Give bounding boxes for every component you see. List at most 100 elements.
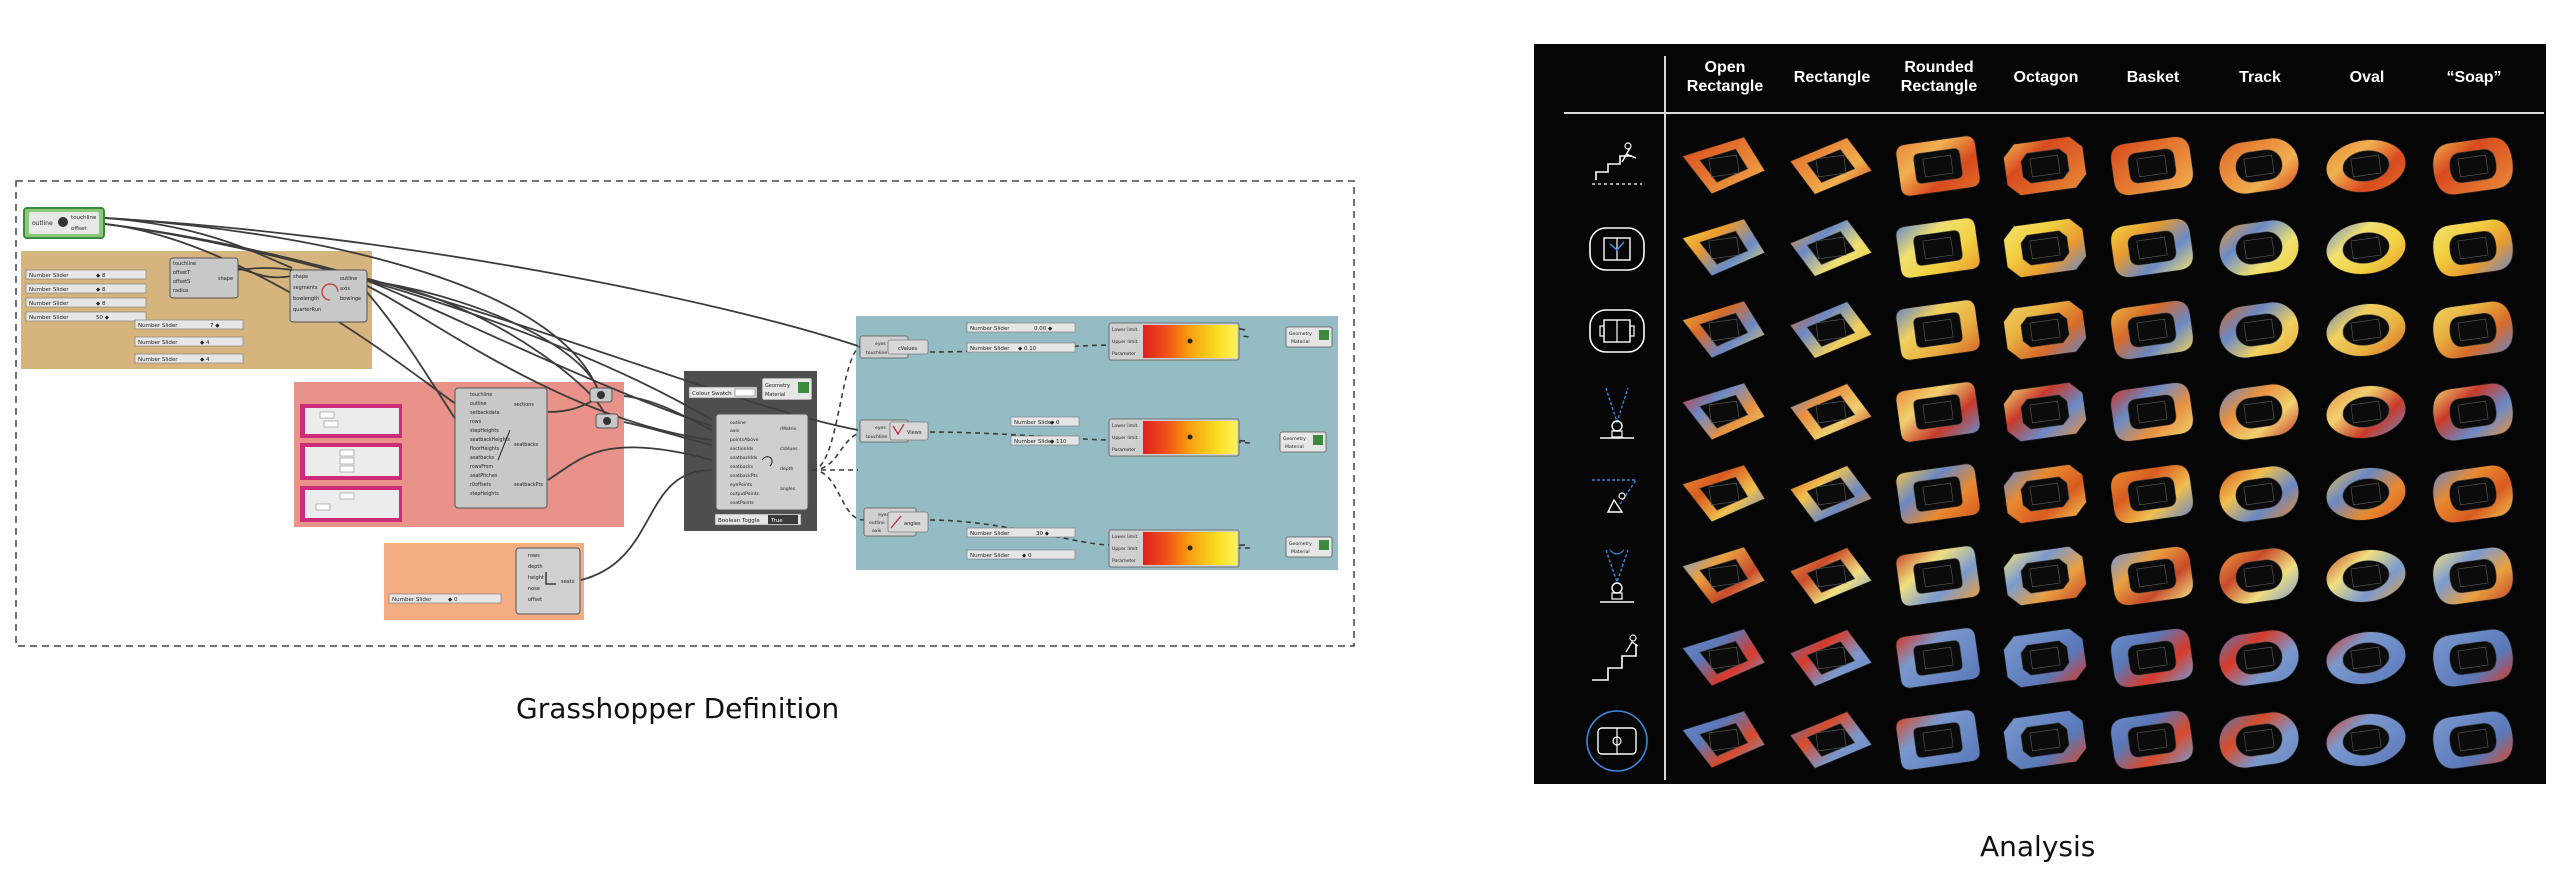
outline-out-2: bowlnge [340,296,361,302]
preview-1[interactable]: Geometry Material [1285,326,1333,348]
stadium-thumbnail [1895,381,1981,443]
pitch-outline [2350,646,2382,670]
out3-slider-1[interactable]: Number Slider 30 ◆ [966,527,1076,538]
outline-out-0: outline [340,276,357,282]
slider-1[interactable]: Number Slider ◆ 8 [25,269,147,280]
middle-preview[interactable]: Geometry Material [761,377,813,401]
slider-7-value: ◆ 4 [200,357,210,363]
stadium-thumbnail [2110,546,2194,606]
node-label-3[interactable]: angles [887,511,929,533]
stadium-thumbnail [2218,219,2300,277]
pitch-void [1913,148,1963,184]
pitch-void [1806,477,1856,511]
preview-2-sub: Material [1285,444,1304,450]
pitch-outline [2350,564,2382,588]
preview-3[interactable]: Geometry Material [1285,536,1333,558]
middle-preview-label: Geometry [765,383,790,389]
tiers-in-7: seatbacks [470,455,495,461]
outline-node[interactable]: shape segments bowlength quarterRun outl… [289,269,368,323]
source-out-0: touchline [71,215,97,221]
shape-in-1: offsetT [173,270,191,276]
pitch-void [2020,476,2070,512]
arc-icon [321,283,339,301]
out2-slider-2[interactable]: Number Slider ◆ 110 [1010,435,1080,446]
remap-node-2[interactable]: Lower limit Upper limit Parameter [1108,418,1240,457]
remap-3-in-1: Upper limit [1112,546,1138,552]
analysis-in-6: seatbackPts [730,473,758,479]
outline-source-node[interactable]: outline touchline offset [23,207,105,239]
source-label: outline [32,220,53,227]
merge-node-1[interactable] [589,387,613,403]
slider-5[interactable]: Number Slider 7 ◆ [134,319,244,330]
slider-4[interactable]: Number Slider 50 ◆ [25,311,147,322]
stair-profile-icon [1592,634,1639,681]
stair-seat-icon [1592,142,1642,185]
tiers-in-3: rows [470,419,482,425]
pitch-outline [1815,318,1847,342]
stadium-thumbnail [1895,217,1981,279]
remap-3-in-0: Lower limit [1112,534,1138,540]
node-label-1-text: cValues [898,346,917,352]
profile-slider[interactable]: Number Slider ◆ 0 [388,593,502,604]
eval-1-in-1: touchline [866,350,887,356]
stadium-thumbnail [2003,135,2087,197]
profile-in-2: height [528,575,544,581]
profile-node[interactable]: rows depth height nose offset seats [515,547,581,615]
remap-2-in-2: Parameter [1112,447,1136,453]
stadium-thumbnail [1895,545,1981,607]
remap-node-3[interactable]: Lower limit Upper limit Parameter [1108,529,1240,568]
stadium-thumbnail [1681,218,1766,277]
slider-5-value: 7 ◆ [210,323,220,329]
pitch-outline [1815,236,1847,260]
merge-node-2[interactable] [595,413,619,429]
stadium-thumbnail [2218,383,2300,441]
analysis-in-5: seatbacks [730,464,754,470]
pitch-circle-icon [1586,710,1648,772]
col-open-rectangle: Open Rectangle [1686,59,1764,95]
remap-2-in-0: Lower limit [1112,423,1138,429]
pitch-void [2235,723,2283,757]
analysis-panel: Open Rectangle Rectangle Rounded Rectang… [1534,44,2546,784]
out3-slider-2[interactable]: Number Slider ◆ 0 [966,549,1076,560]
slider-6[interactable]: Number Slider ◆ 4 [134,336,244,347]
pitch-void [1806,149,1856,183]
node-label-2[interactable]: Views [889,421,929,441]
panel-2[interactable] [300,443,402,480]
pitch-void [1913,722,1963,758]
slider-2[interactable]: Number Slider ◆ 8 [25,283,147,294]
colour-swatch-label: Colour Swatch [692,391,732,397]
out1-slider-1[interactable]: Number Slider 0.00 ◆ [966,322,1076,333]
stadium-thumbnail [1895,709,1981,771]
shape-node[interactable]: touchline offsetT offsetS radius shape [169,257,239,299]
definition-frame [15,180,1355,647]
stadium-thumbnail [2432,136,2514,196]
out2-slider-1[interactable]: Number Slider ◆ 0 [1010,416,1080,427]
out1-slider-2[interactable]: Number Slider ◆ 0.10 [966,342,1076,353]
outline-in-3: quarterRun [293,307,321,313]
stadium-thumbnail [2110,136,2194,196]
stadium-thumbnail [1681,464,1766,523]
remap-2-in-1: Upper limit [1112,435,1138,441]
stadium-thumbnail [2432,464,2514,524]
pitch-void [2020,230,2070,266]
remap-node-1[interactable]: Lower limit Upper limit Parameter [1108,322,1240,361]
preview-2[interactable]: Geometry Material [1279,431,1327,453]
stadium-thumbnail [2110,300,2194,360]
pitch-outline [1815,400,1847,424]
tiers-node[interactable]: touchline outline setbackdata rows stepH… [454,387,548,509]
panel-1[interactable] [300,404,402,438]
preview-1-label: Geometry [1289,331,1312,337]
panel-3[interactable] [300,486,402,522]
colour-swatch[interactable]: Colour Swatch [688,386,758,399]
shape-in-2: offsetS [173,279,190,285]
analysis-node[interactable]: outline axis pointsAbove sectionIds seat… [715,413,809,511]
stadium-thumbnail [2218,137,2300,195]
out3-slider-2-label: Number Slider [970,553,1010,559]
pitch-outline [2350,400,2382,424]
slider-3[interactable]: Number Slider ◆ 8 [25,297,147,308]
slider-7[interactable]: Number Slider ◆ 4 [134,353,244,364]
pitch-void [1806,641,1856,675]
boolean-toggle[interactable]: Boolean Toggle True [714,513,802,526]
node-label-1[interactable]: cValues [887,339,929,355]
stadium-thumbnail [1789,218,1873,278]
